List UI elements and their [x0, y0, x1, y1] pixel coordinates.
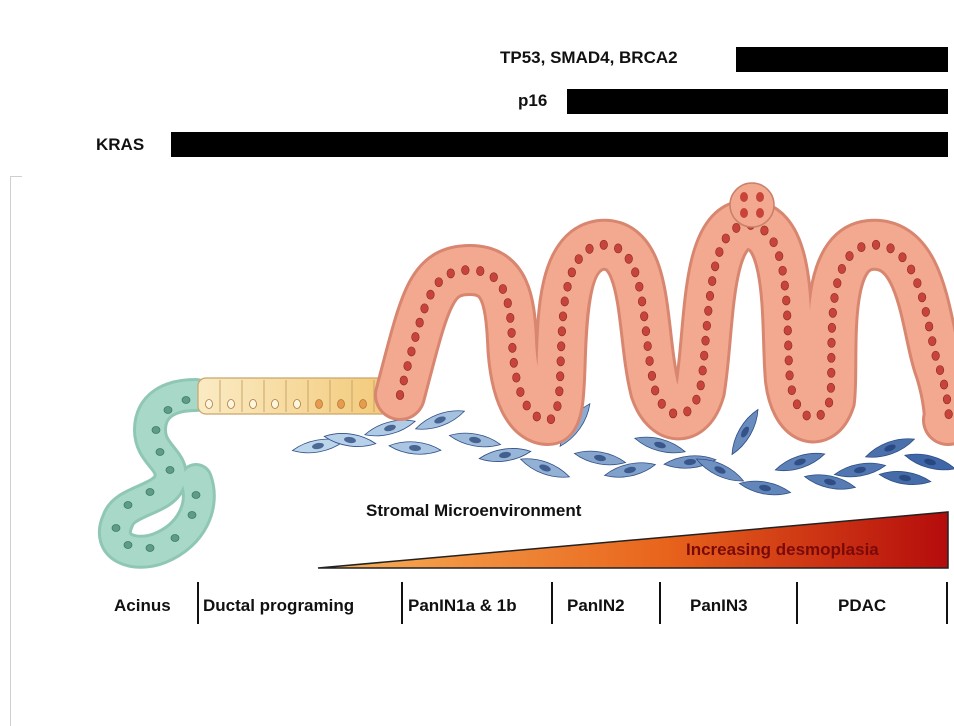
stage-separator: [946, 582, 948, 624]
tp53-smad4-brca2-label: TP53, SMAD4, BRCA2: [500, 48, 678, 68]
stroma-label: Stromal Microenvironment: [366, 501, 581, 521]
desmoplasia-label: Increasing desmoplasia: [686, 540, 879, 560]
stage-pdac: PDAC: [838, 596, 886, 616]
acinus-cells: [112, 395, 200, 552]
panin-epithelium: [396, 183, 952, 424]
stage-panin2: PanIN2: [567, 596, 625, 616]
stage-ductal-programing: Ductal programing: [203, 596, 354, 616]
stage-separator: [197, 582, 199, 624]
tp53-smad4-brca2-bar: [736, 47, 948, 72]
p16-bar: [567, 89, 948, 114]
stage-separator: [401, 582, 403, 624]
kras-label: KRAS: [96, 135, 144, 155]
stage-separator: [551, 582, 553, 624]
stage-panin3: PanIN3: [690, 596, 748, 616]
stage-acinus: Acinus: [114, 596, 171, 616]
stage-separator: [659, 582, 661, 624]
stage-separator: [796, 582, 798, 624]
kras-bar: [171, 132, 948, 157]
p16-label: p16: [518, 91, 547, 111]
stage-panin1: PanIN1a & 1b: [408, 596, 517, 616]
shed-cell-cluster: [730, 183, 774, 227]
